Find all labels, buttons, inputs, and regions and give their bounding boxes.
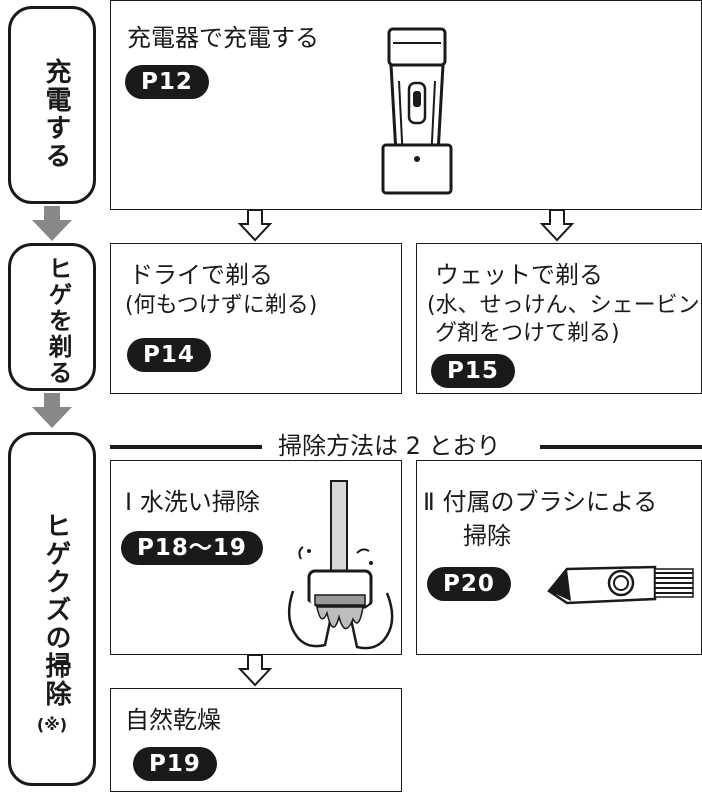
panel-wet-shave: ウェットで剃る (水、せっけん、シェービン グ剤をつけて剃る) P15 (416, 243, 702, 394)
cleaning-methods-heading: 掃除方法は 2 とおり (278, 432, 501, 460)
panel-natural-dry-title: 自然乾燥 (125, 706, 221, 734)
panel-water-wash-title: Ⅰ 水洗い掃除 (125, 488, 260, 516)
panel-natural-dry: 自然乾燥 P19 (110, 688, 402, 792)
panel-wet-sub2: グ剤をつけて剃る) (435, 321, 620, 346)
shaver-on-charger-illustration (381, 27, 453, 195)
panel-charge: 充電器で充電する P12 (110, 0, 702, 210)
step-charge: 充電する (8, 6, 96, 204)
hollow-down-arrow (539, 209, 575, 242)
panel-dry-sub: (何もつけずに剃る) (125, 293, 318, 318)
page-ref-p15[interactable]: P15 (431, 354, 515, 388)
divider-line-right (540, 445, 702, 449)
cleaning-brush-illustration (547, 565, 694, 605)
panel-water-wash: Ⅰ 水洗い掃除 P18〜19 (110, 460, 402, 655)
panel-brush-clean: Ⅱ 付属のブラシによる 掃除 P20 (416, 460, 702, 655)
page-ref-p12[interactable]: P12 (125, 65, 209, 99)
gray-flow-arrow (32, 206, 72, 241)
page-ref-p18-19[interactable]: P18〜19 (121, 531, 263, 565)
gray-flow-arrow (32, 393, 72, 428)
step-shave-label: ヒゲを剃る (44, 256, 72, 386)
panel-brush-title2: 掃除 (463, 522, 511, 550)
page-ref-p20[interactable]: P20 (427, 567, 511, 601)
panel-charge-title: 充電器で充電する (127, 24, 319, 52)
panel-brush-title: Ⅱ 付属のブラシによる (423, 488, 658, 516)
step-charge-label: 充電する (41, 58, 71, 170)
panel-dry-title: ドライで剃る (129, 261, 273, 289)
washing-shaver-illustration (287, 480, 394, 650)
divider-line-left (110, 445, 262, 449)
panel-dry-shave: ドライで剃る (何もつけずに剃る) P14 (110, 243, 402, 394)
step-clean: ヒゲクズの掃除 (※) (8, 432, 96, 786)
hollow-down-arrow (237, 209, 273, 242)
step-clean-label: ヒゲクズの掃除 (41, 512, 71, 708)
step-shave: ヒゲを剃る (8, 243, 96, 391)
step-clean-note: (※) (36, 715, 68, 734)
page-ref-p19[interactable]: P19 (133, 747, 217, 781)
hollow-down-arrow (237, 654, 273, 687)
panel-wet-sub1: (水、せっけん、シェービン (427, 293, 700, 318)
panel-wet-title: ウェットで剃る (435, 261, 603, 289)
page-ref-p14[interactable]: P14 (127, 338, 211, 372)
